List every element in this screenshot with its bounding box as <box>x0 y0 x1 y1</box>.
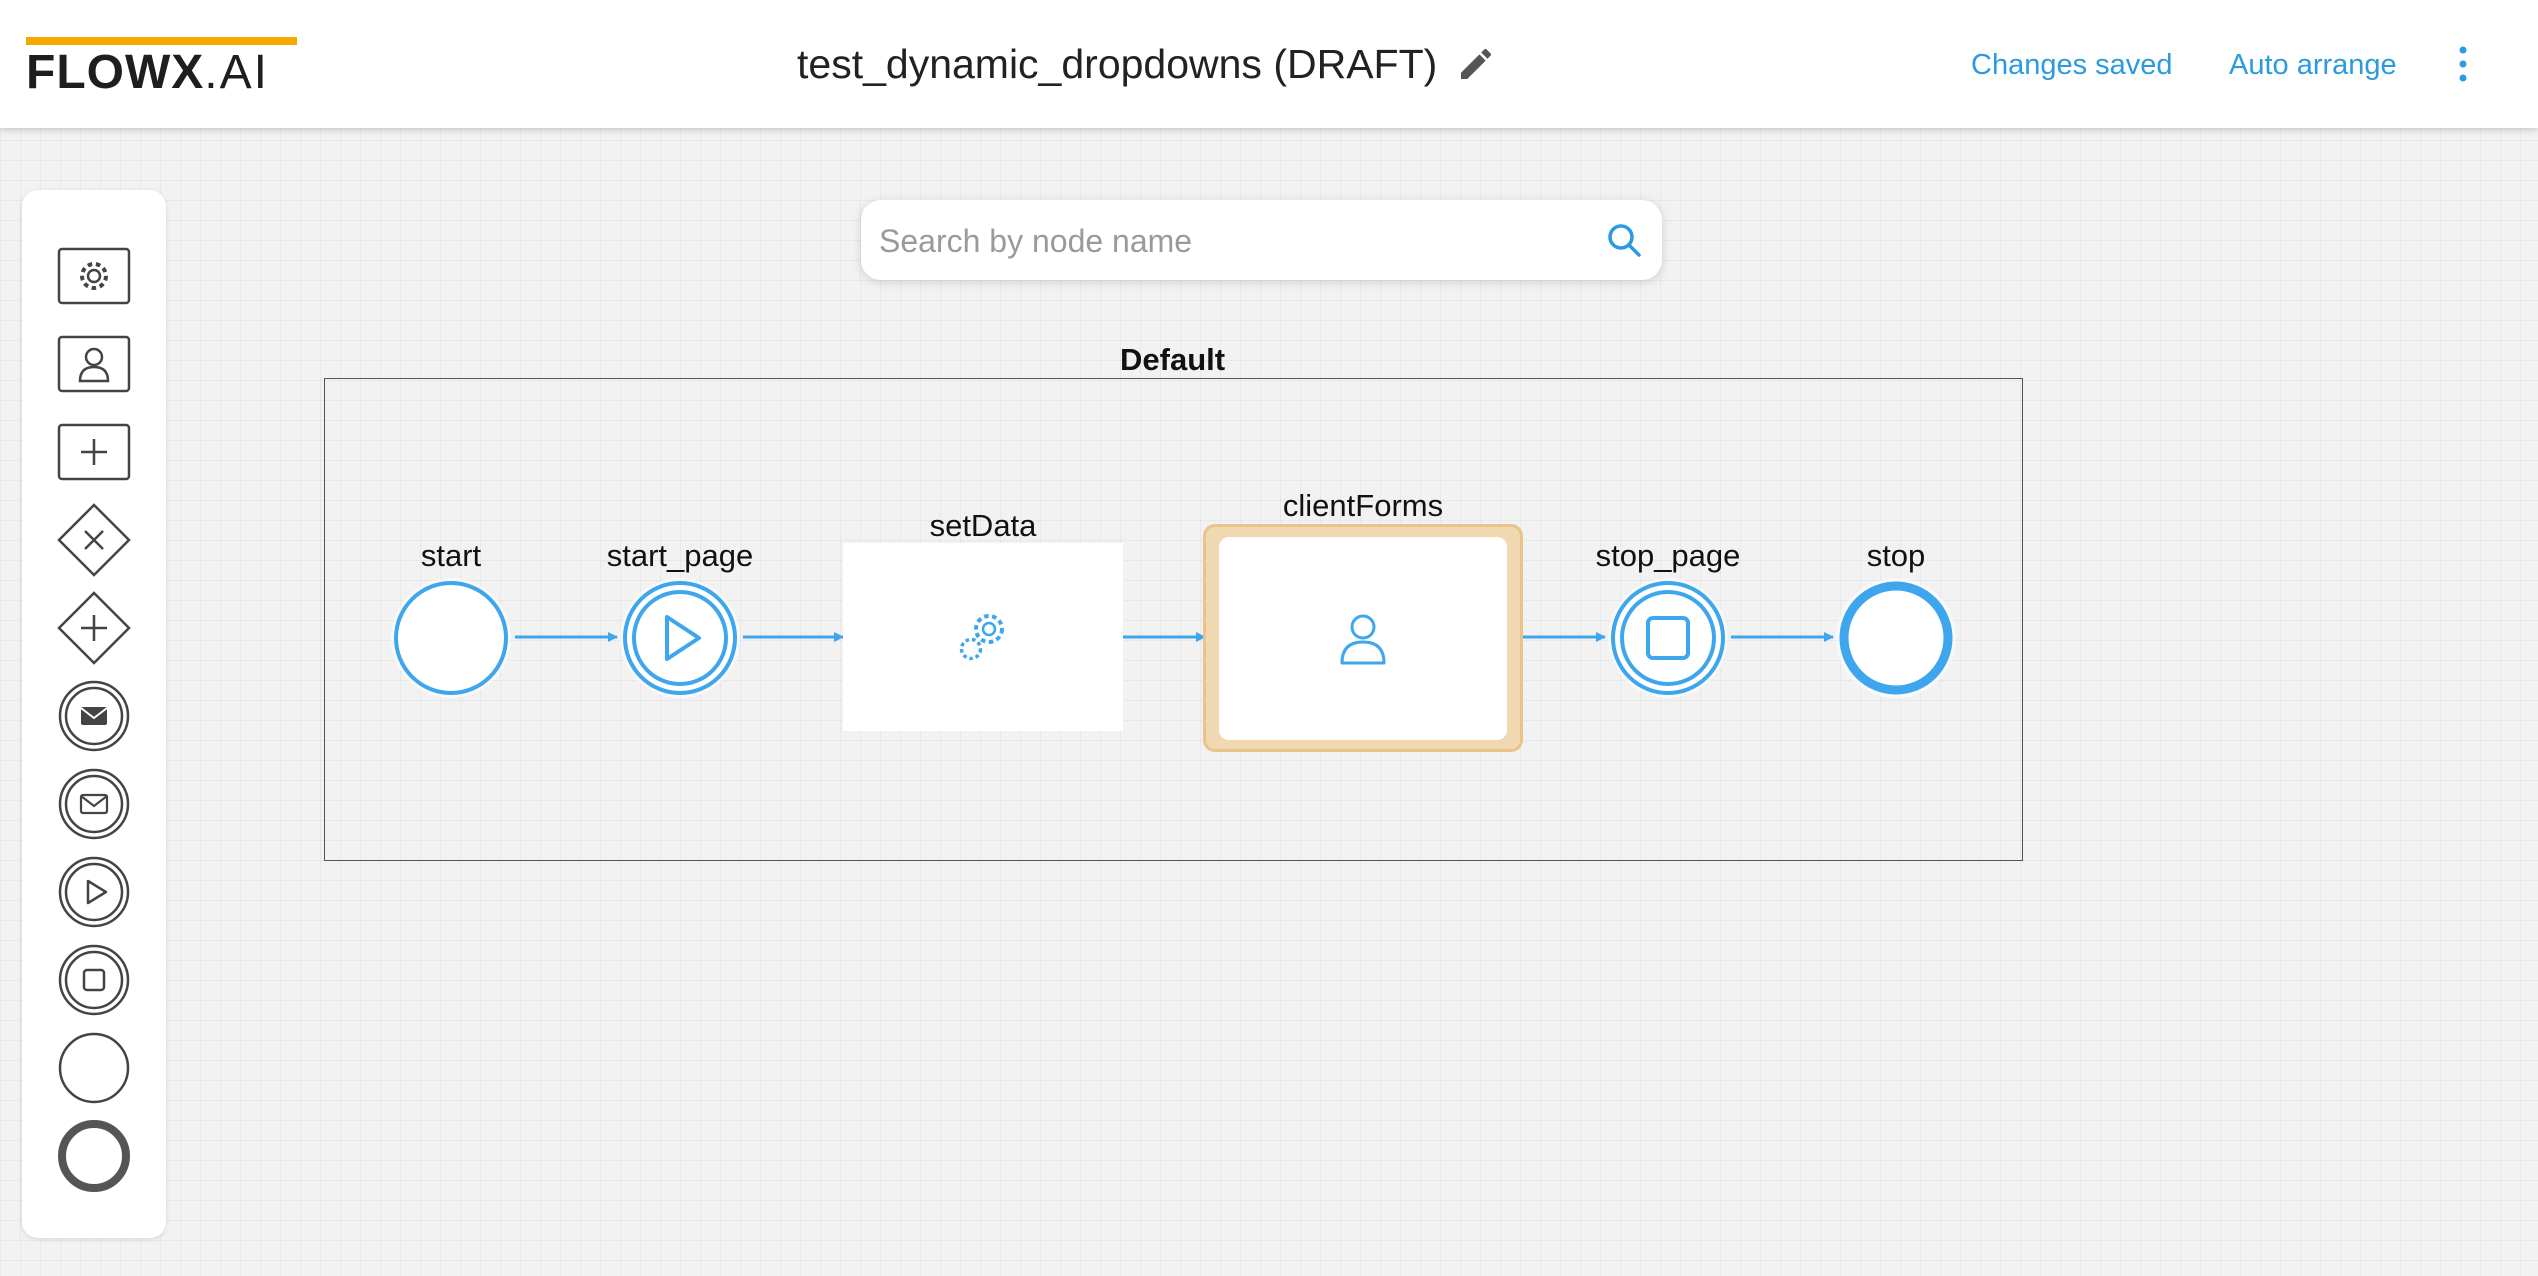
user-icon <box>1340 614 1386 665</box>
node-palette <box>22 190 166 1238</box>
palette-service-task[interactable] <box>53 235 135 317</box>
parallel-gateway-icon <box>57 591 131 665</box>
search-button[interactable] <box>1604 220 1644 260</box>
palette-exclusive-gateway[interactable] <box>53 499 135 581</box>
logo-accent-bar <box>26 37 297 45</box>
palette-start-page-event[interactable] <box>53 851 135 933</box>
palette-task[interactable] <box>53 411 135 493</box>
message-send-event-icon <box>58 680 130 752</box>
stop-page-icon <box>1608 578 1728 698</box>
more-options-button[interactable] <box>2448 42 2478 86</box>
user-task-icon <box>57 335 131 393</box>
changes-saved-status[interactable]: Changes saved <box>1971 49 2173 81</box>
edit-title-button[interactable] <box>1456 44 1496 84</box>
node-stop[interactable] <box>1835 577 1957 699</box>
node-search-box <box>861 200 1662 280</box>
node-label-start: start <box>420 538 482 573</box>
node-label-start-page: start_page <box>606 538 754 573</box>
search-icon <box>1608 224 1641 257</box>
node-search-input[interactable] <box>877 210 1581 272</box>
node-start-page[interactable] <box>619 577 741 699</box>
palette-end-event[interactable] <box>53 1115 135 1197</box>
start-event-icon <box>58 1032 130 1104</box>
logo-text: FLOWX.AI <box>26 47 269 99</box>
palette-user-task[interactable] <box>53 323 135 405</box>
message-receive-event-icon <box>58 768 130 840</box>
exclusive-gateway-icon <box>57 503 131 577</box>
palette-message-receive-event[interactable] <box>53 763 135 845</box>
node-clientforms[interactable] <box>1203 524 1523 752</box>
pool-label: Default <box>1120 342 1226 377</box>
logo-suffix: .AI <box>204 46 269 99</box>
swimlane-pool[interactable] <box>324 378 2023 861</box>
stop-page-event-icon <box>58 944 130 1016</box>
palette-stop-page-event[interactable] <box>53 939 135 1021</box>
end-event-shape <box>1836 578 1956 698</box>
service-task-icon <box>57 247 131 305</box>
start-page-event-icon <box>58 856 130 928</box>
pencil-icon <box>1461 48 1492 79</box>
node-setdata[interactable] <box>843 543 1123 731</box>
palette-message-send-event[interactable] <box>53 675 135 757</box>
gears-icon <box>959 614 1004 661</box>
clientforms-body <box>1219 537 1507 740</box>
palette-parallel-gateway[interactable] <box>53 587 135 669</box>
node-stop-page[interactable] <box>1607 577 1729 699</box>
logo-main: FLOWX <box>26 46 205 99</box>
start-page-icon <box>620 578 740 698</box>
node-label-clientforms: clientForms <box>1282 488 1444 523</box>
node-label-stop: stop <box>1866 538 1926 573</box>
end-event-icon <box>58 1120 130 1192</box>
node-label-stop-page: stop_page <box>1595 538 1741 573</box>
start-event-shape <box>391 578 511 698</box>
top-header: FLOWX.AI test_dynamic_dropdowns (DRAFT) … <box>0 0 2538 128</box>
process-title: test_dynamic_dropdowns (DRAFT) <box>797 41 1438 87</box>
palette-start-event[interactable] <box>53 1027 135 1109</box>
flowx-logo: FLOWX.AI <box>26 37 301 99</box>
node-start[interactable] <box>390 577 512 699</box>
vertical-dots-icon <box>2459 46 2467 82</box>
task-icon <box>57 423 131 481</box>
auto-arrange-button[interactable]: Auto arrange <box>2229 49 2397 81</box>
node-label-setdata: setData <box>929 508 1037 543</box>
